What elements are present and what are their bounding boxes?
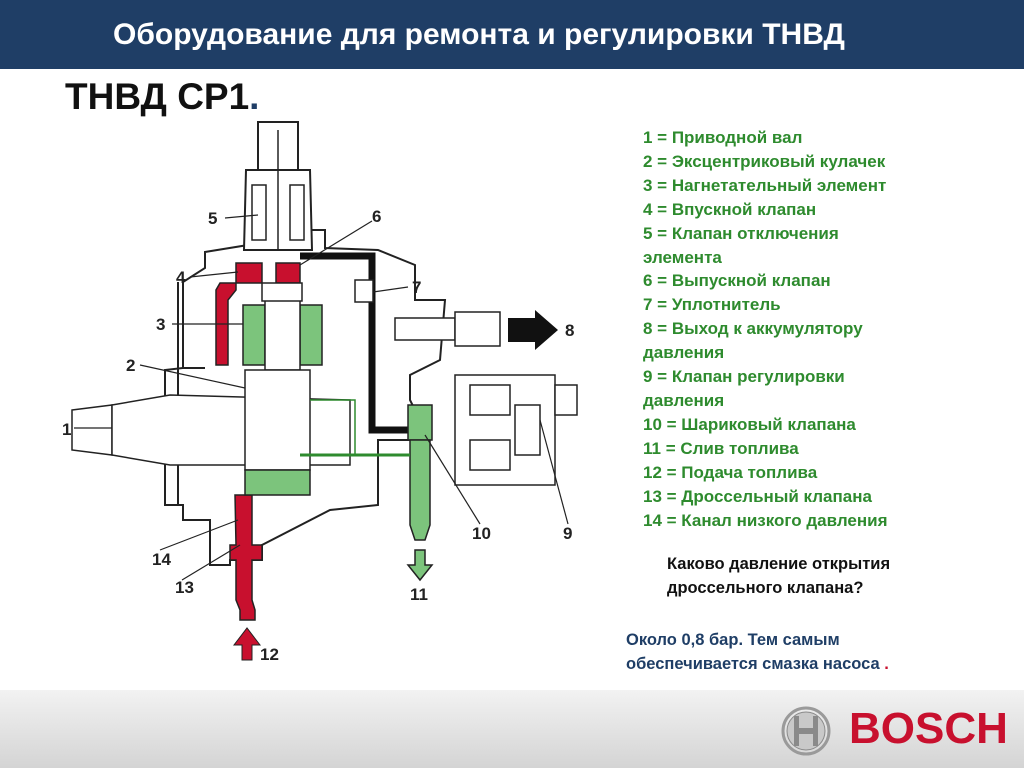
- diagram-label-9: 9: [563, 524, 572, 543]
- legend-item: 1 = Приводной вал: [643, 128, 803, 147]
- answer-line-2-text: обеспечивается смазка насоса: [626, 655, 880, 673]
- high-pressure-outlet-line: [300, 252, 425, 434]
- feed-channel-red: [229, 494, 263, 621]
- component-legend: 1 = Приводной вал 2 = Эксцентриковый кул…: [643, 126, 1018, 532]
- feed-arrow-12: [232, 627, 262, 661]
- answer-line-1: Около 0,8 бар. Тем самым: [626, 631, 840, 649]
- legend-item: 13 = Дроссельный клапана: [643, 486, 872, 506]
- legend-item: 11 = Слив топлива: [643, 438, 799, 458]
- seal-7: [354, 279, 374, 303]
- outlet-fitting: [394, 317, 456, 341]
- pressure-regulator-coil-bottom: [469, 439, 511, 471]
- answer-line-2: обеспечивается смазка насоса .: [626, 652, 956, 676]
- slide-title: Оборудование для ремонта и регулировки Т…: [113, 17, 845, 51]
- legend-item: элемента: [643, 247, 722, 267]
- pump-title: ТНВД CP1.: [65, 76, 259, 118]
- pump-element-spring-right: [299, 304, 323, 366]
- ball-valve-body: [407, 404, 433, 441]
- pressure-regulator-armature: [514, 404, 541, 456]
- bosch-armature-logo-icon: [781, 706, 831, 756]
- pump-title-text: ТНВД CP1: [65, 76, 250, 117]
- legend-item: 9 = Клапан регулировки: [643, 367, 845, 387]
- diagram-label-13: 13: [175, 578, 194, 597]
- eccentric-cam: [244, 369, 311, 471]
- shutoff-valve-coil-right: [289, 184, 305, 241]
- pump-element-spring-left: [242, 304, 266, 366]
- legend-item: давления: [643, 390, 725, 410]
- question-line-1: Каково давление открытия: [667, 555, 891, 573]
- inlet-valve: [261, 282, 303, 302]
- drive-shaft-spline: [71, 404, 113, 456]
- legend-item: 6 = Выпускной клапан: [643, 271, 831, 291]
- high-pressure-channel-mid: [275, 262, 301, 284]
- outlet-fitting-nut: [454, 311, 501, 347]
- diagram-label-14: 14: [152, 550, 171, 569]
- drain-arrow-11: [406, 549, 434, 582]
- low-pressure-sump: [244, 469, 311, 496]
- diagram-label-5: 5: [208, 209, 217, 228]
- legend-item: 3 = Нагнетательный элемент: [643, 175, 887, 195]
- legend-item: давления: [643, 343, 725, 363]
- pump-element-plunger: [264, 299, 301, 371]
- legend-item: 4 = Впускной клапан: [643, 199, 817, 219]
- diagram-label-3: 3: [156, 315, 165, 334]
- diagram-label-4: 4: [176, 268, 186, 287]
- legend-item: 10 = Шариковый клапана: [643, 414, 856, 434]
- pressure-regulator-cap: [554, 384, 578, 416]
- legend-item: 14 = Канал низкого давления: [643, 510, 888, 530]
- answer-dot: .: [884, 655, 889, 673]
- outlet-arrow-8: [508, 310, 558, 350]
- pump-title-dot: .: [249, 76, 260, 117]
- pressure-regulator-coil-top: [469, 384, 511, 416]
- legend-item: 7 = Уплотнитель: [643, 295, 781, 315]
- diagram-label-1: 1: [62, 420, 71, 439]
- diagram-label-10: 10: [472, 524, 491, 543]
- legend-item: 12 = Подача топлива: [643, 462, 818, 482]
- drain-channel: [409, 439, 431, 541]
- diagram-label-11: 11: [410, 585, 428, 604]
- shutoff-valve-coil-left: [251, 184, 267, 241]
- quiz-answer: Около 0,8 бар. Тем самым обеспечивается …: [626, 628, 956, 676]
- diagram-label-7: 7: [412, 278, 421, 297]
- question-line-2: дроссельного клапана?: [667, 579, 864, 597]
- legend-item: 8 = Выход к аккумулятору: [643, 319, 863, 339]
- diagram-label-12: 12: [260, 645, 279, 664]
- bosch-brand-wordmark: BOSCH: [849, 704, 1008, 753]
- legend-item: 2 = Эксцентриковый кулачек: [643, 151, 886, 171]
- diagram-label-8: 8: [565, 321, 574, 340]
- diagram-label-6: 6: [372, 207, 381, 226]
- quiz-question: Каково давление открытия дроссельного кл…: [667, 552, 967, 600]
- diagram-label-2: 2: [126, 356, 135, 375]
- legend-item: 5 = Клапан отключения: [643, 223, 839, 243]
- flange-outline: [177, 282, 205, 505]
- slide-footer: [0, 690, 1024, 768]
- slide-header: Оборудование для ремонта и регулировки Т…: [0, 0, 1024, 69]
- high-pressure-channel-top: [235, 262, 263, 284]
